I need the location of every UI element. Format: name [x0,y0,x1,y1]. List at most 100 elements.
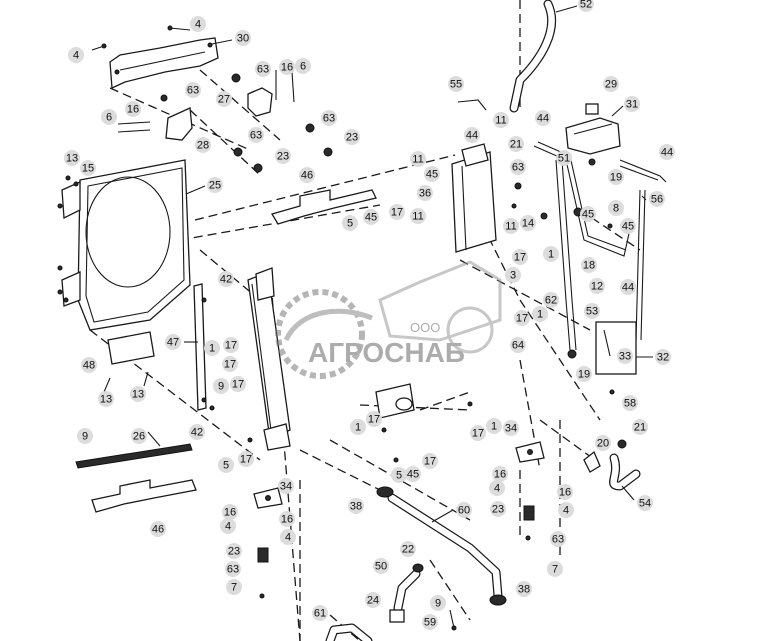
callout-number: 45 [622,221,634,233]
callout-23: 23 [275,148,291,164]
callout-23: 23 [490,501,506,517]
callout-bubble [125,101,141,117]
callout-number: 36 [419,188,431,200]
callout-17: 17 [366,411,382,427]
callout-number: 30 [237,33,249,45]
mount-34-left [253,487,283,563]
callout-bubble [280,529,296,545]
callout-bubble [222,356,238,372]
callout-4: 4 [190,16,206,32]
callout-63: 63 [510,159,526,175]
callout-bubble [486,418,502,434]
callout-8: 8 [608,200,624,216]
callout-bubble [637,495,653,511]
callout-63: 63 [185,82,201,98]
callout-bubble [510,159,526,175]
callout-bubble [516,581,532,597]
callout-16: 16 [279,59,295,75]
callout-3: 3 [505,267,521,283]
callout-number: 5 [396,470,402,482]
callout-number: 11 [495,115,506,127]
center-bracket [375,383,415,419]
callout-4: 4 [68,47,84,63]
callout-bubble [510,337,526,353]
fasteners [57,25,615,631]
callout-44: 44 [620,279,636,295]
callout-45: 45 [580,206,596,222]
callout-number: 18 [583,260,595,272]
callout-23: 23 [344,129,360,145]
callout-1: 1 [543,246,559,262]
callout-bubble [185,82,201,98]
callout-number: 63 [187,85,199,97]
callout-bubble [373,558,389,574]
callout-number: 11 [412,211,423,223]
callout-bubble [632,419,648,435]
callout-number: 9 [82,431,88,443]
callout-61: 61 [312,605,328,621]
callout-46: 46 [150,521,166,537]
callout-17: 17 [389,204,405,220]
callout-number: 4 [563,505,569,517]
callout-bubble [190,16,206,32]
callout-5: 5 [391,467,407,483]
callout-bubble [80,160,96,176]
callout-number: 44 [537,113,549,125]
callout-45: 45 [620,218,636,234]
callout-bubble [131,428,147,444]
callout-number: 28 [197,140,209,152]
callout-bubble [620,218,636,234]
callout-number: 16 [127,104,139,116]
callout-bubble [617,348,633,364]
callout-9: 9 [213,378,229,394]
callout-16: 16 [125,101,141,117]
callout-bubble [389,204,405,220]
callout-bubble [220,518,236,534]
callout-number: 17 [232,379,244,391]
callout-17: 17 [230,376,246,392]
callout-19: 19 [576,366,592,382]
leader-lines [147,5,653,523]
callout-bubble [424,166,440,182]
callout-number: 17 [516,313,528,325]
hose-52 [509,0,557,113]
callout-bubble [422,614,438,630]
expansion-tank [565,103,621,155]
callout-number: 23 [346,132,358,144]
callout-number: 63 [552,534,564,546]
callout-bubble [624,96,640,112]
callout-number: 54 [639,498,651,510]
callout-bubble [275,148,291,164]
callout-7: 7 [226,579,242,595]
callout-47: 47 [165,334,181,350]
callout-17: 17 [223,337,239,353]
callout-bubble [207,177,223,193]
callout-bubble [493,112,509,128]
hose-54 [583,439,641,491]
callout-11: 11 [493,112,509,128]
radiator-core [247,267,291,451]
callout-number: 58 [624,398,636,410]
callout-17: 17 [514,310,530,326]
callout-bubble [204,340,220,356]
callout-1: 1 [350,419,366,435]
callout-bubble [620,279,636,295]
callout-50: 50 [373,558,389,574]
callout-number: 12 [591,281,603,293]
callout-bubble [448,76,464,92]
callout-29: 29 [603,76,619,92]
callout-bubble [226,579,242,595]
callout-bubble [255,61,271,77]
callout-number: 21 [634,422,646,434]
callout-45: 45 [363,209,379,225]
callout-number: 7 [552,564,558,576]
callout-17: 17 [512,249,528,265]
callout-number: 22 [402,544,414,556]
callout-19: 19 [608,169,624,185]
callout-number: 23 [492,504,504,516]
callout-bubble [622,395,638,411]
pipe-56 [635,189,646,341]
mount-34-right [515,441,545,521]
callout-number: 38 [518,584,530,596]
callout-number: 62 [545,295,557,307]
